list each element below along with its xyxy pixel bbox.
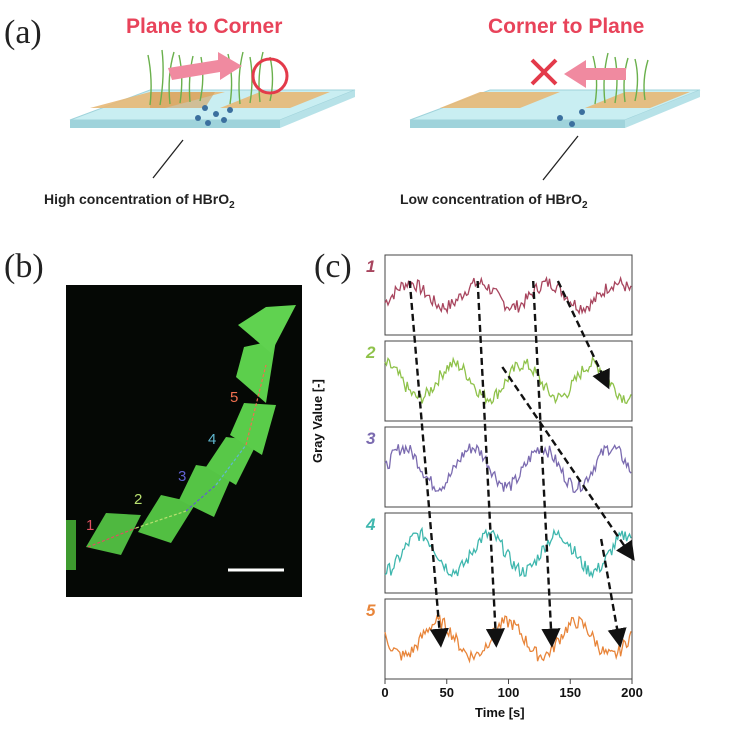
panel-a-letter: (a) xyxy=(4,14,42,51)
right-molecules xyxy=(557,109,585,127)
propagation-arrow-5 xyxy=(501,366,635,561)
propagation-arrow-3 xyxy=(532,280,561,648)
propagation-arrow-6 xyxy=(599,538,627,648)
series-line-5 xyxy=(384,614,632,664)
x-tick-label-50: 50 xyxy=(439,685,454,700)
right-gel-plane xyxy=(440,92,690,108)
left-caption-pointer xyxy=(152,139,184,179)
trace-panel-4 xyxy=(384,512,633,594)
trace-panel-3 xyxy=(384,426,633,508)
right-caption-text: Low concentration of HBrO xyxy=(400,191,582,207)
micrograph-label-4: 4 xyxy=(208,431,217,448)
left-molecules xyxy=(195,105,233,126)
circle-mark-icon xyxy=(251,57,289,95)
trace-panel-1 xyxy=(384,254,633,336)
left-caption-text: High concentration of HBrO xyxy=(44,191,230,207)
trace-label-4: 4 xyxy=(366,515,376,534)
trace-label-5: 5 xyxy=(366,601,376,620)
x-tick-label-0: 0 xyxy=(381,685,389,700)
micrograph-label-5: 5 xyxy=(230,389,239,406)
right-caption-sub: 2 xyxy=(582,199,588,211)
micrograph-label-3: 3 xyxy=(178,468,187,485)
micrograph-svg xyxy=(66,305,296,572)
y-axis-label: Gray Value [-] xyxy=(310,379,325,463)
propagation-arrow-2 xyxy=(476,280,506,648)
x-tick-label-100: 100 xyxy=(497,685,520,700)
x-tick-label-150: 150 xyxy=(559,685,582,700)
right-caption-pointer xyxy=(542,135,579,181)
micrograph-label-2: 2 xyxy=(134,491,143,508)
left-fibers xyxy=(147,49,274,106)
trace-panel-5 xyxy=(384,598,633,680)
left-gel-corner xyxy=(220,92,330,108)
series-line-3 xyxy=(384,443,632,494)
cross-mark-icon xyxy=(530,58,558,86)
right-pink-arrow xyxy=(564,60,626,88)
right-caption: Low concentration of HBrO2 xyxy=(400,191,588,211)
micrograph-label-1: 1 xyxy=(86,517,95,534)
series-line-1 xyxy=(384,275,632,316)
series-line-4 xyxy=(384,526,632,579)
propagation-arrow-4 xyxy=(556,280,610,390)
trace-label-1: 1 xyxy=(366,257,376,276)
left-gel-plane xyxy=(90,92,225,108)
trace-label-3: 3 xyxy=(366,429,376,448)
propagation-arrow-1 xyxy=(408,280,449,648)
series-line-2 xyxy=(384,356,632,405)
panel-c-letter: (c) xyxy=(314,248,352,285)
corner-to-plane-title: Corner to Plane xyxy=(488,15,645,38)
left-caption-sub: 2 xyxy=(229,199,235,211)
trace-label-2: 2 xyxy=(366,343,376,362)
left-pink-arrow xyxy=(168,52,242,80)
micrograph-image: 1 2 3 4 5 xyxy=(66,285,302,597)
x-tick-label-200: 200 xyxy=(621,685,643,700)
panel-b-letter: (b) xyxy=(4,248,44,285)
plane-to-corner-title: Plane to Corner xyxy=(126,15,283,38)
left-caption: High concentration of HBrO2 xyxy=(44,191,235,211)
x-axis-label: Time [s] xyxy=(475,705,525,720)
